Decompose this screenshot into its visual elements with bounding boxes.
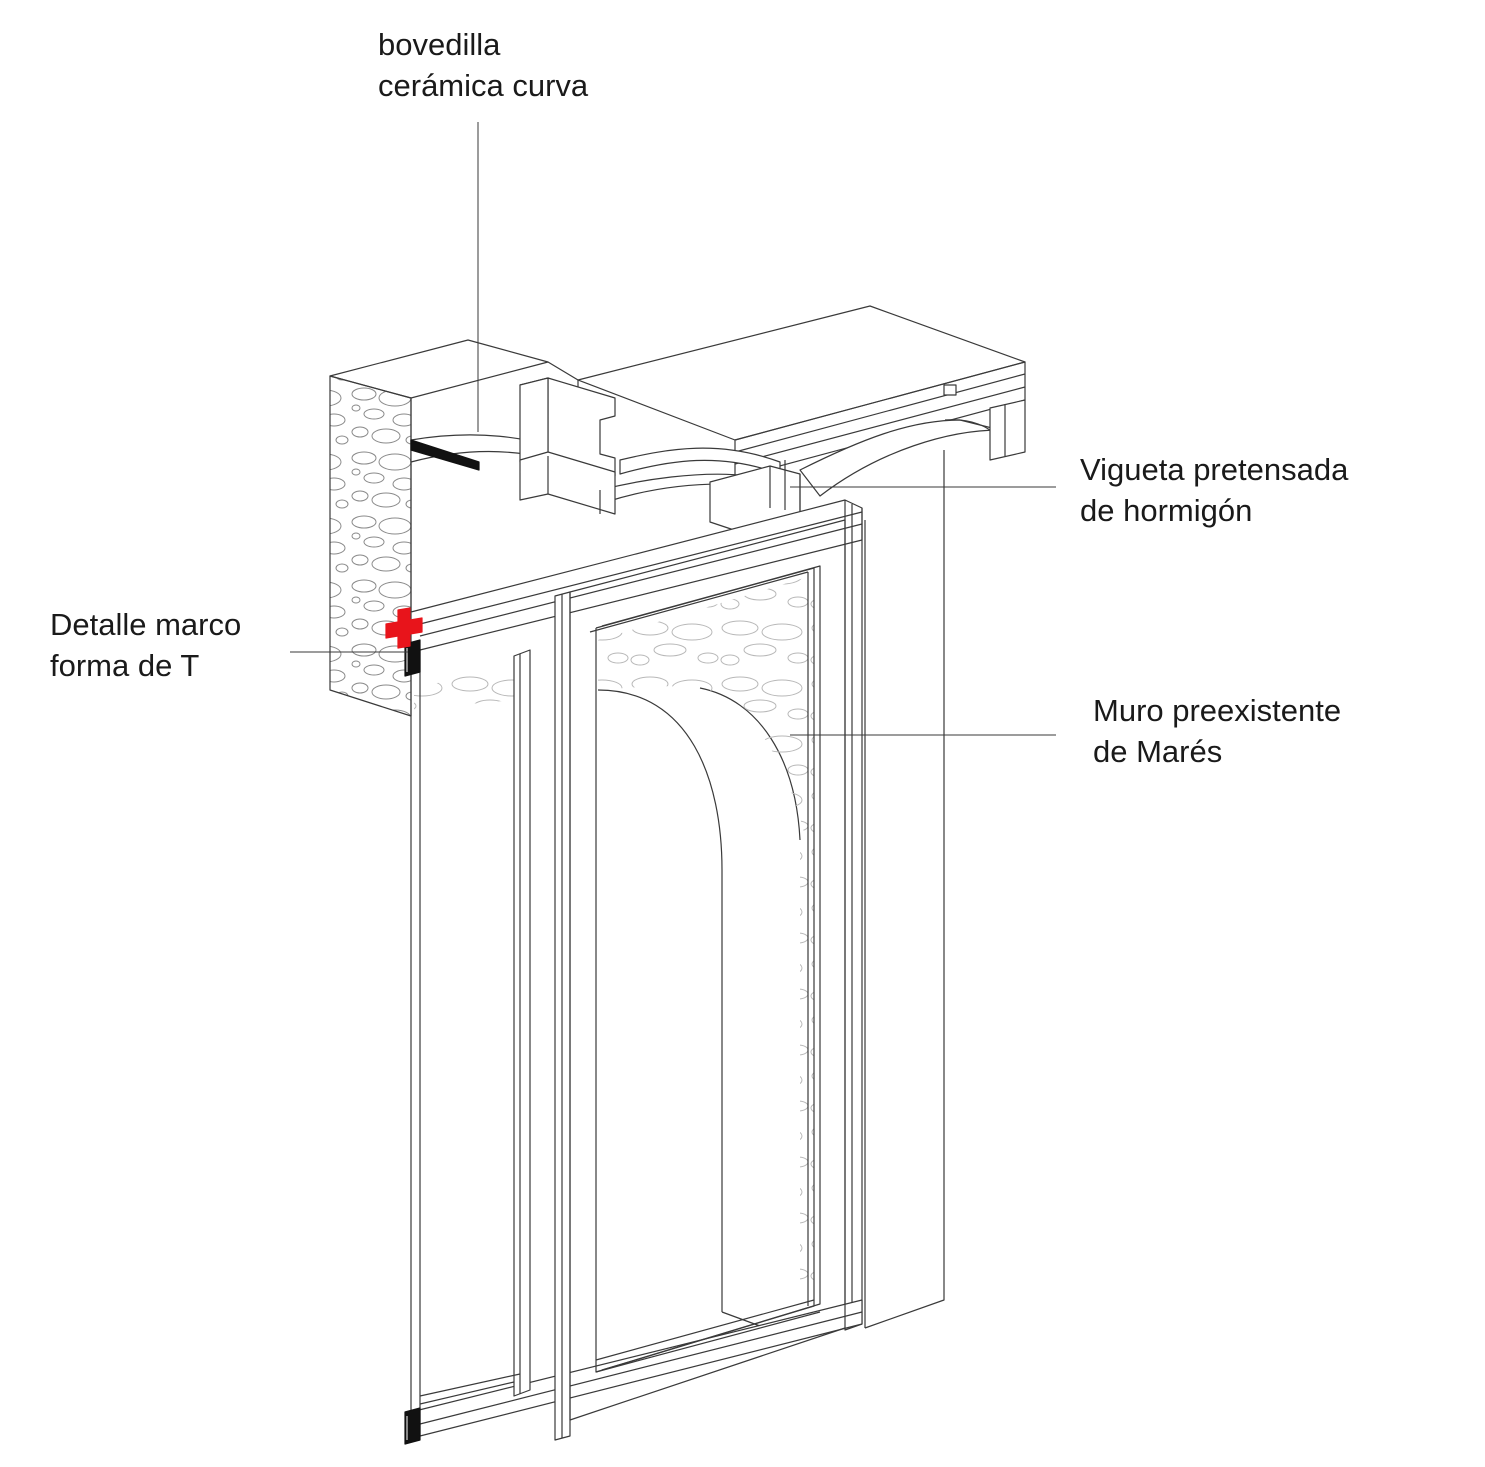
t-frame-highlight <box>385 607 423 649</box>
label-vigueta: Vigueta pretensada de hormigón <box>1080 449 1348 531</box>
joist-left <box>519 377 616 515</box>
label-bovedilla: bovedilla cerámica curva <box>378 24 588 106</box>
ceramic-vaults <box>410 419 1001 503</box>
label-marco: Detalle marco forma de T <box>50 604 241 686</box>
label-bovedilla-line2: cerámica curva <box>378 68 589 103</box>
door-leaf-left <box>419 591 571 1441</box>
label-vigueta-line1: Vigueta pretensada <box>1080 452 1349 487</box>
label-marco-line2: forma de T <box>50 648 200 683</box>
joist-right <box>989 399 1026 461</box>
label-bovedilla-line1: bovedilla <box>378 27 501 62</box>
label-muro-line1: Muro preexistente <box>1093 693 1342 728</box>
t-frame-section-bottom <box>404 1407 421 1445</box>
t-frame-section <box>404 639 421 677</box>
label-muro: Muro preexistente de Marés <box>1093 690 1341 772</box>
label-muro-line2: de Marés <box>1093 734 1223 769</box>
existing-wall <box>329 339 945 1440</box>
door-leaf-right <box>569 519 846 1421</box>
leader-lines <box>290 122 1056 736</box>
label-vigueta-line2: de hormigón <box>1080 493 1253 528</box>
label-marco-line1: Detalle marco <box>50 607 242 642</box>
floor-slab <box>547 305 1026 479</box>
